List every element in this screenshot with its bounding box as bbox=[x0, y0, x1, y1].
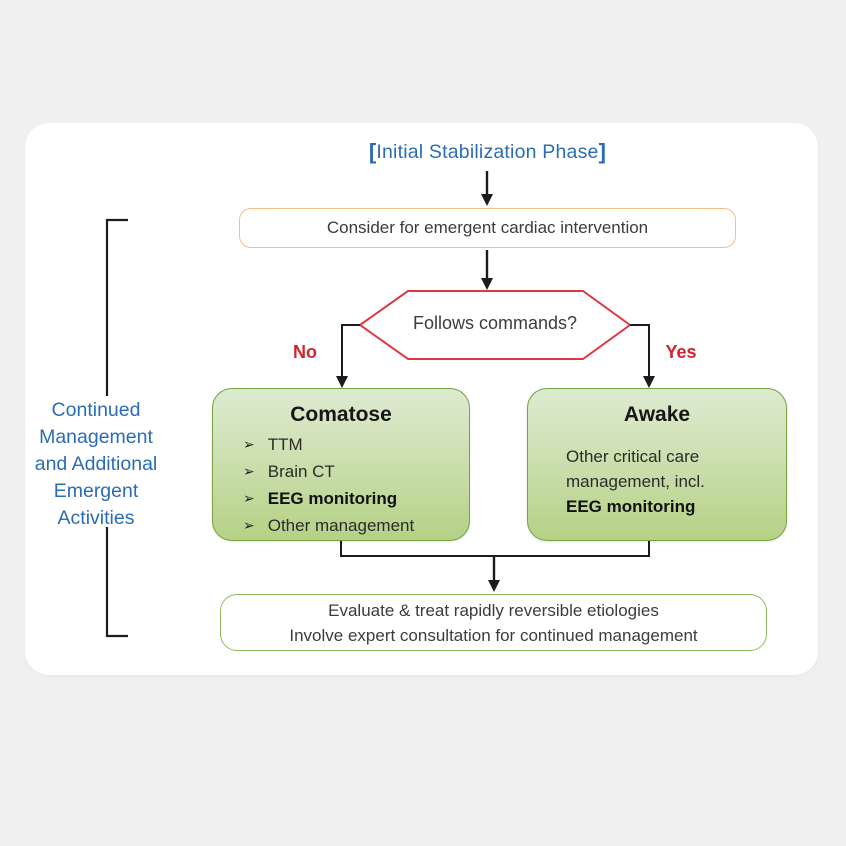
side-label-line: Emergent bbox=[53, 480, 139, 502]
list-item: ➢ Other management bbox=[213, 513, 469, 540]
comatose-title: Comatose bbox=[290, 403, 392, 426]
title-bracket-left: [ bbox=[368, 139, 377, 164]
cardiac-intervention-label: Consider for emergent cardiac interventi… bbox=[326, 218, 649, 237]
arrow-bullet-icon: ➢ bbox=[243, 518, 255, 534]
side-label-line: and Additional bbox=[34, 453, 158, 475]
awake-title: Awake bbox=[623, 403, 691, 426]
list-item: ➢ Brain CT bbox=[213, 459, 469, 486]
awake-description: Other critical care management, incl. EE… bbox=[528, 444, 786, 519]
title-text: Initial Stabilization Phase bbox=[376, 141, 599, 163]
comatose-list: ➢ TTM ➢ Brain CT ➢ EEG monitoring ➢ Othe… bbox=[213, 432, 469, 540]
list-item-label: TTM bbox=[267, 435, 303, 454]
evaluate-box: Evaluate & treat rapidly reversible etio… bbox=[220, 594, 767, 651]
title-bracket-right: ] bbox=[598, 139, 607, 164]
side-label-line: Activities bbox=[57, 507, 135, 529]
comatose-box: Comatose ➢ TTM ➢ Brain CT ➢ EEG monitori… bbox=[212, 388, 470, 541]
side-label-line: Management bbox=[39, 426, 153, 448]
cardiac-intervention-box: Consider for emergent cardiac interventi… bbox=[239, 208, 736, 248]
arrow-bullet-icon: ➢ bbox=[243, 437, 255, 453]
list-item: ➢ TTM bbox=[213, 432, 469, 459]
yes-branch-label: Yes bbox=[665, 342, 697, 362]
awake-line: management, incl. bbox=[566, 472, 705, 491]
list-item-label: Other management bbox=[267, 516, 415, 535]
evaluate-line: Involve expert consultation for continue… bbox=[289, 625, 698, 645]
arrow-bullet-icon: ➢ bbox=[243, 464, 255, 480]
no-branch-label: No bbox=[293, 342, 317, 362]
awake-box: Awake Other critical care management, in… bbox=[527, 388, 787, 541]
evaluate-line: Evaluate & treat rapidly reversible etio… bbox=[328, 600, 659, 620]
list-item-label: EEG monitoring bbox=[267, 489, 398, 508]
list-item-label: Brain CT bbox=[267, 462, 335, 481]
continued-management-label: Continued Management and Additional Emer… bbox=[8, 397, 184, 532]
awake-line: Other critical care bbox=[566, 447, 700, 466]
decision-question: Follows commands? bbox=[412, 313, 578, 333]
side-label-line: Continued bbox=[51, 399, 141, 421]
arrow-bullet-icon: ➢ bbox=[243, 491, 255, 507]
page-title: [Initial Stabilization Phase] bbox=[239, 138, 736, 164]
awake-line: EEG monitoring bbox=[566, 497, 696, 516]
list-item: ➢ EEG monitoring bbox=[213, 486, 469, 513]
